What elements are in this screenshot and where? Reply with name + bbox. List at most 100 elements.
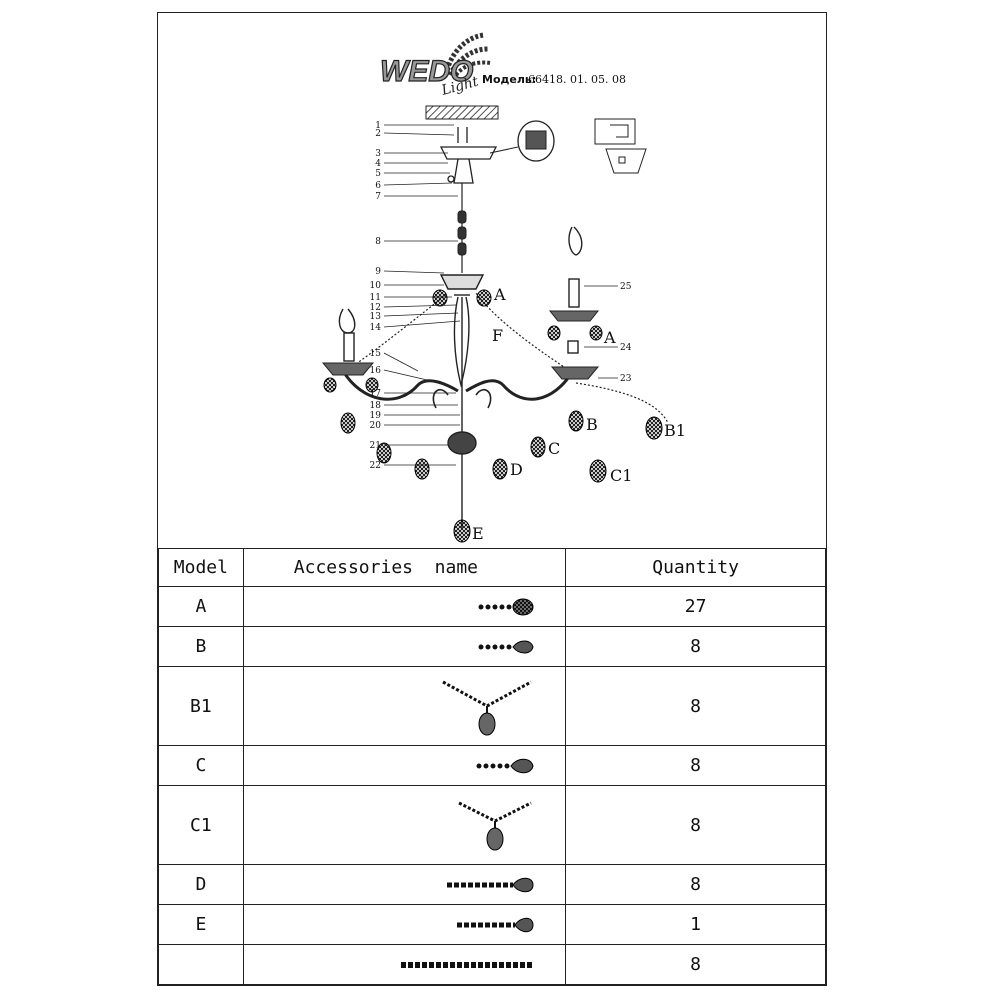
callout-23: 23	[620, 374, 632, 384]
wire-connector-detail	[489, 120, 555, 162]
part-letter-b1: B1	[664, 421, 686, 440]
long-drop-icon	[447, 877, 534, 892]
callout-12: 12	[370, 303, 381, 313]
row-quantity: 8	[565, 785, 826, 865]
model-number: 66418. 01. 05. 08	[528, 73, 626, 86]
long-drop-icon	[457, 917, 534, 932]
callout-6: 6	[375, 181, 381, 191]
row-quantity: 1	[565, 904, 826, 945]
callout-numbers: 1 2 3 4 5 6 7 8 9 10 11 12 13 14 15 16 1…	[370, 121, 382, 471]
row-quantity: 27	[565, 586, 826, 627]
table-row: 8	[158, 944, 826, 985]
callout-19: 19	[370, 411, 382, 421]
v-garland-icon	[458, 801, 532, 851]
row-model: E	[158, 904, 244, 945]
callout-7: 7	[375, 192, 381, 202]
chain	[457, 183, 467, 273]
canopy	[439, 127, 498, 184]
ceiling-hatch	[425, 105, 499, 120]
callout-17: 17	[370, 389, 382, 399]
part-letter-f: F	[492, 326, 503, 345]
callout-15: 15	[370, 349, 382, 359]
callout-leaders	[383, 124, 461, 466]
callout-2: 2	[375, 129, 381, 139]
drop-icon	[476, 758, 534, 773]
part-letter-e: E	[472, 524, 484, 543]
part-letter-c1: C1	[610, 466, 632, 485]
callout-11: 11	[370, 293, 381, 303]
row-accessory	[242, 944, 567, 985]
table-row: E 1	[158, 904, 826, 945]
callout-18: 18	[370, 401, 382, 411]
part-letter-c: C	[548, 439, 560, 458]
table-header-row: Model Accessories name Quantity	[158, 548, 826, 587]
row-model: A	[158, 586, 244, 627]
row-quantity: 8	[565, 666, 826, 746]
model-label: Модель:	[482, 73, 536, 86]
row-quantity: 8	[565, 745, 826, 786]
callout-13: 13	[370, 312, 382, 322]
row-quantity: 8	[565, 864, 826, 905]
callout-1: 1	[375, 121, 381, 131]
part-letter-a: A	[493, 285, 506, 304]
row-accessory	[242, 864, 567, 905]
header-model: Model	[158, 548, 244, 587]
accessories-table: Model Accessories name Quantity A 27 B	[158, 548, 826, 985]
callout-10: 10	[370, 281, 382, 291]
crystal-drops	[323, 289, 663, 543]
bead-garlands	[342, 292, 669, 424]
row-quantity: 8	[565, 626, 826, 667]
row-model: B1	[158, 666, 244, 746]
row-accessory	[242, 586, 567, 627]
callout-3: 3	[375, 149, 381, 159]
part-letter-b: B	[586, 415, 598, 434]
part-letter-d: D	[510, 460, 523, 479]
row-quantity: 8	[565, 944, 826, 985]
row-model	[158, 944, 244, 985]
callout-16: 16	[370, 366, 382, 376]
chandelier-assembly-diagram: WEDO Light Модель: 66418. 01. 05. 08	[321, 32, 686, 543]
callout-21: 21	[370, 441, 381, 451]
callout-14: 14	[370, 323, 382, 333]
header-quantity: Quantity	[565, 548, 826, 587]
row-model: B	[158, 626, 244, 667]
fan-emblem-icon	[443, 32, 491, 77]
table-row: D 8	[158, 864, 826, 905]
callout-9: 9	[375, 267, 381, 277]
callout-4: 4	[375, 159, 381, 169]
row-model: C1	[158, 785, 244, 865]
center-stem	[439, 274, 485, 528]
row-accessory	[242, 785, 567, 865]
callout-5: 5	[375, 169, 381, 179]
header-accessories-name-text: Accessories name	[293, 557, 479, 578]
short-drop-icon	[478, 598, 534, 615]
bead-chain-icon	[401, 961, 534, 968]
hook-detail	[594, 118, 647, 174]
row-model: C	[158, 745, 244, 786]
candle-right-detail	[548, 226, 600, 380]
table-row: A 27	[158, 586, 826, 627]
drop-icon	[478, 640, 534, 653]
header-accessories-name: Accessories name	[242, 548, 567, 587]
table-row: C 8	[158, 745, 826, 786]
table-row: C1 8	[158, 785, 826, 865]
logo-text: WEDO	[380, 55, 473, 88]
right-callout-leaders	[584, 285, 618, 379]
callout-24: 24	[620, 343, 632, 353]
row-accessory	[242, 666, 567, 746]
table-row: B 8	[158, 626, 826, 667]
row-accessory	[242, 626, 567, 667]
row-accessory	[242, 904, 567, 945]
table-row: B1 8	[158, 666, 826, 746]
v-garland-icon	[442, 680, 532, 736]
callout-22: 22	[370, 461, 381, 471]
callout-8: 8	[375, 237, 381, 247]
brand-logo: WEDO Light	[379, 32, 491, 99]
instruction-sheet: WEDO Light Модель: 66418. 01. 05. 08	[157, 12, 827, 986]
candle-left	[321, 308, 375, 376]
row-accessory	[242, 745, 567, 786]
callout-25: 25	[620, 282, 632, 292]
callout-20: 20	[370, 421, 382, 431]
row-model: D	[158, 864, 244, 905]
chandelier-arms	[341, 370, 575, 409]
